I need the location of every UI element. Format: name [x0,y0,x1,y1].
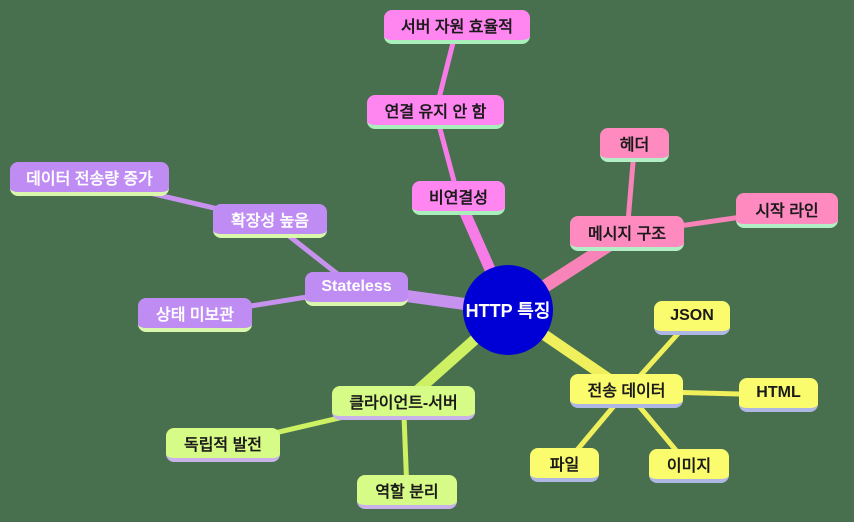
node-client-server[interactable]: 클라이언트-서버 [332,386,475,420]
node-label: 데이터 전송량 증가 [26,171,153,188]
node-label: 클라이언트-서버 [349,395,458,412]
node-label: 서버 자원 효율적 [401,19,513,36]
node-label: 헤더 [619,137,650,154]
node-start-line[interactable]: 시작 라인 [736,193,838,228]
node-role-separation[interactable]: 역할 분리 [357,475,457,509]
node-transfer-data[interactable]: 전송 데이터 [570,374,683,408]
node-label: Stateless [321,278,392,295]
node-data-transfer-increase[interactable]: 데이터 전송량 증가 [10,162,169,196]
node-no-connection-keep[interactable]: 연결 유지 안 함 [367,95,504,129]
node-label: 독립적 발전 [183,437,263,454]
node-label: 비연결성 [429,190,488,207]
node-independent-evolution[interactable]: 독립적 발전 [166,428,280,462]
node-label: 전송 데이터 [587,383,666,400]
node-label: 연결 유지 안 함 [384,104,487,121]
node-label: 시작 라인 [755,202,819,220]
node-label: 상태 미보관 [155,307,235,324]
node-stateless[interactable]: Stateless [305,272,408,306]
node-no-state-storage[interactable]: 상태 미보관 [138,298,252,332]
node-message-structure[interactable]: 메시지 구조 [570,216,684,251]
node-image[interactable]: 이미지 [649,449,729,483]
node-header[interactable]: 헤더 [600,128,669,162]
node-html[interactable]: HTML [739,378,818,412]
center-node-label: HTTP 특징 [465,301,551,321]
node-high-scalability[interactable]: 확장성 높음 [213,204,327,238]
node-connectionless[interactable]: 비연결성 [412,181,505,215]
node-label: 이미지 [666,458,712,475]
node-server-resource-efficient[interactable]: 서버 자원 효율적 [384,10,530,44]
node-label: 확장성 높음 [230,213,310,230]
node-label: 메시지 구조 [587,225,667,243]
center-node-http-features[interactable]: HTTP 특징 [463,265,553,355]
node-label: HTML [756,384,801,401]
node-file[interactable]: 파일 [530,448,599,482]
node-label: 파일 [549,457,580,474]
node-label: JSON [670,307,714,324]
node-label: 역할 분리 [375,484,439,501]
node-json[interactable]: JSON [654,301,730,335]
